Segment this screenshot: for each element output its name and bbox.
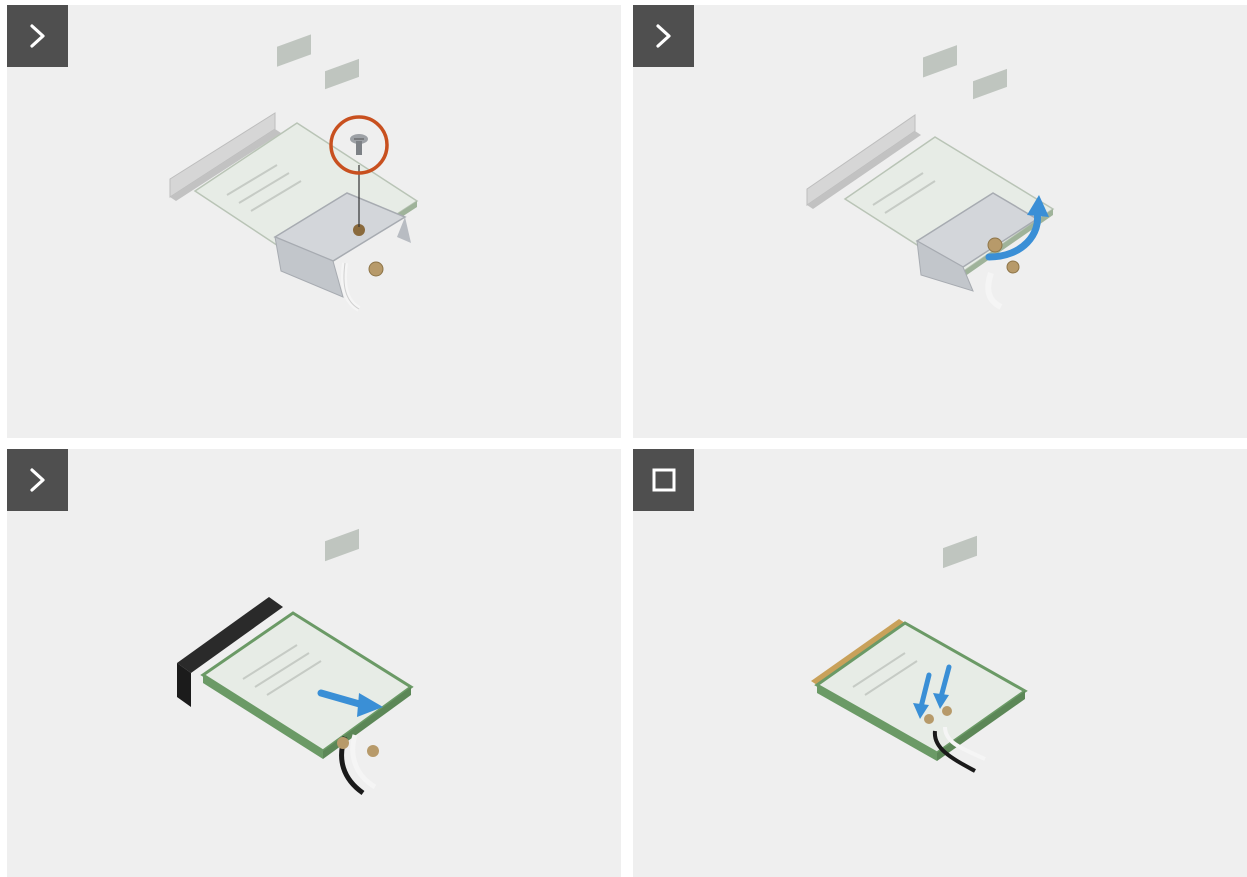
step-panel-4 xyxy=(633,449,1247,877)
wireless-card-illustration-3 xyxy=(7,449,621,877)
wireless-card-illustration-2 xyxy=(633,5,1247,438)
step-panel-3 xyxy=(7,449,621,877)
wireless-card xyxy=(817,623,1025,753)
wireless-card-illustration-4 xyxy=(633,449,1247,877)
wireless-card-illustration-1 xyxy=(7,5,621,438)
step-panel-1 xyxy=(7,5,621,438)
step-panel-2 xyxy=(633,5,1247,438)
